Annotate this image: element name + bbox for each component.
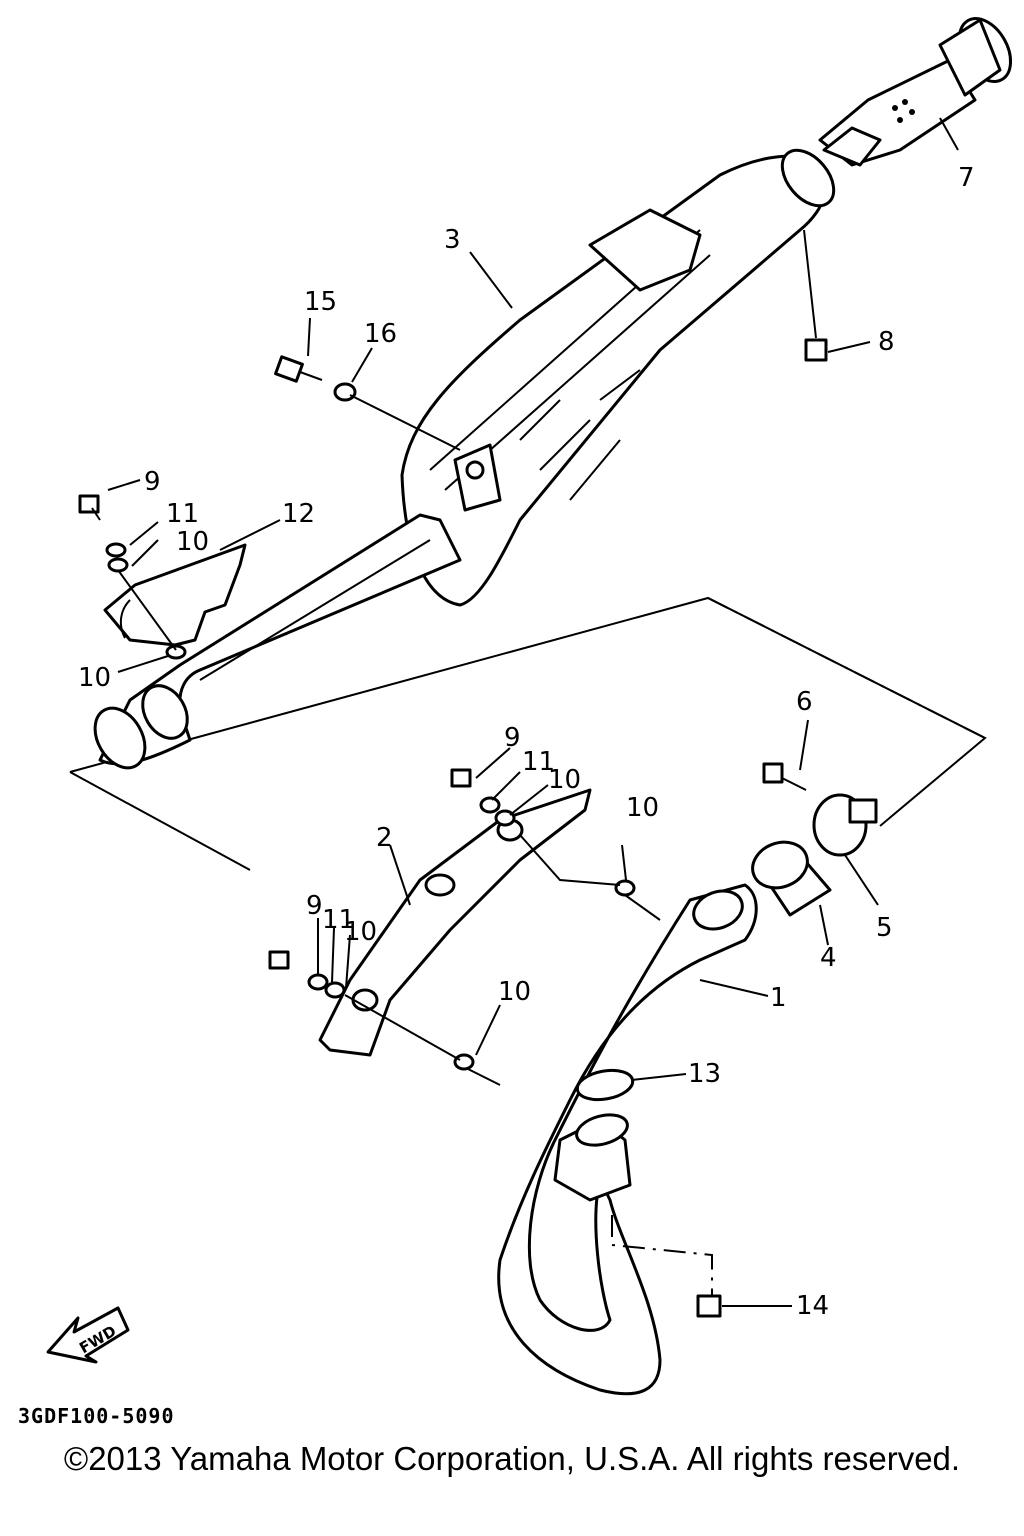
callout-9c: 9 <box>306 891 323 921</box>
callout-2: 2 <box>376 823 393 853</box>
callout-7: 7 <box>958 163 975 193</box>
callout-10c: 10 <box>548 765 581 795</box>
callout-13: 13 <box>688 1059 721 1089</box>
callout-12: 12 <box>282 499 315 529</box>
part-5-clamp <box>812 793 878 857</box>
part-7-tail-pipe <box>818 17 1013 167</box>
part-2-protector <box>318 788 592 1057</box>
callout-11b: 11 <box>522 747 555 777</box>
callout-15: 15 <box>304 287 337 317</box>
callout-3: 3 <box>444 225 461 255</box>
leader-lines <box>107 117 959 1307</box>
part-12-heat-guard <box>103 543 247 647</box>
muffler-inlet-pipe <box>93 513 462 770</box>
callout-10b: 10 <box>78 663 111 693</box>
callout-10d: 10 <box>626 793 659 823</box>
callout-1: 1 <box>770 983 787 1013</box>
callout-10e: 10 <box>344 917 377 947</box>
callout-10a: 10 <box>176 527 209 557</box>
assembly-plane-dash <box>707 597 986 739</box>
callout-9a: 9 <box>144 467 161 497</box>
callout-9b: 9 <box>504 723 521 753</box>
fwd-arrow: FWD <box>46 1306 130 1364</box>
callout-11c: 11 <box>322 905 355 935</box>
callout-8: 8 <box>878 327 895 357</box>
centerline-dash <box>611 1215 713 1295</box>
callout-10f: 10 <box>498 977 531 1007</box>
part-1-exhaust-pipe <box>497 883 758 1396</box>
diagram-code: 3GDF100-5090 <box>18 1404 175 1428</box>
callout-14: 14 <box>796 1291 829 1321</box>
callout-11a: 11 <box>166 499 199 529</box>
part-4-sleeve <box>751 840 832 917</box>
copyright-notice: ©2013 Yamaha Motor Corporation, U.S.A. A… <box>63 1440 961 1477</box>
callout-4: 4 <box>820 943 837 973</box>
fasteners <box>78 338 828 1318</box>
part-3-muffler <box>400 148 836 607</box>
callout-6: 6 <box>796 687 813 717</box>
callout-5: 5 <box>876 913 893 943</box>
callout-16: 16 <box>364 319 397 349</box>
callout-labels: 7 3 15 16 8 9 11 10 12 10 6 9 11 10 10 2… <box>78 163 975 1321</box>
